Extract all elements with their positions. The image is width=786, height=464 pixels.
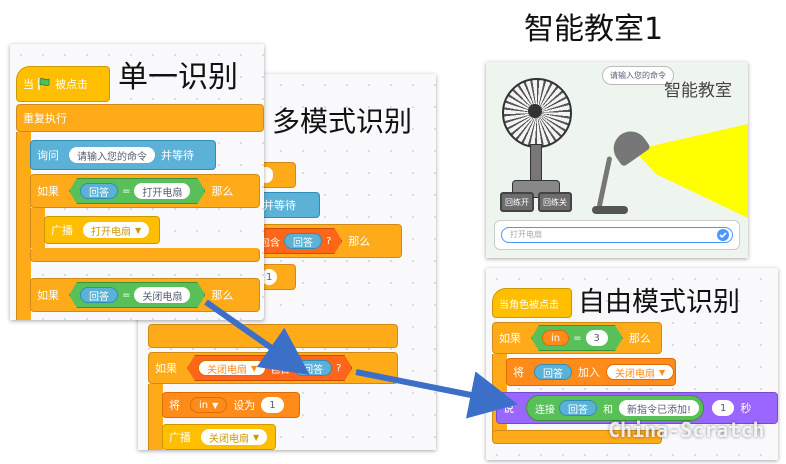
light-beam — [634, 124, 748, 218]
answer-input-box[interactable]: 打开电扇 — [494, 220, 740, 250]
multi-set-in-block[interactable]: 将 in▼ 设为 1 — [162, 392, 300, 418]
then-label-2: 那么 — [211, 289, 234, 302]
broadcast-close-dropdown[interactable]: 关闭电扇 — [209, 433, 249, 445]
single-recognition-panel: 当 被点击 重复执行 询问 请输入您的命令 并等待 如果 回答 = 打开电扇 那… — [10, 44, 264, 320]
var-in-reporter[interactable]: in — [542, 330, 569, 346]
forever-block[interactable]: 重复执行 — [16, 104, 264, 132]
single-recognition-title: 单一识别 — [118, 60, 238, 95]
free-mode-panel: 当角色被点击 如果 in = 3 那么 将 回答 加入 关闭电扇▼ 说 连接 回… — [486, 268, 778, 460]
green-flag-icon — [38, 78, 50, 90]
and-label: 和 — [603, 404, 613, 416]
free-if-bottom — [492, 430, 662, 444]
set-to-label: 设为 — [233, 399, 256, 412]
then-label: 那么 — [348, 235, 371, 248]
contains-label-2: 包含 — [270, 364, 291, 376]
watermark: China-Scratch — [608, 418, 765, 442]
answer-reporter[interactable]: 回答 — [80, 183, 118, 199]
speech-bubble: 请输入您的命令 — [602, 66, 674, 85]
classroom-title: 智能教室1 — [524, 12, 664, 47]
if-label-2: 如果 — [37, 289, 59, 302]
broadcast-label: 广播 — [51, 224, 73, 237]
ask-label: 询问 — [37, 149, 59, 162]
stage-title: 智能教室 — [664, 81, 732, 101]
answer-reporter[interactable]: 回答 — [534, 364, 572, 380]
when-sprite-label: 当角色被点击 — [499, 299, 559, 311]
free-mode-title: 自由模式识别 — [578, 287, 740, 318]
secs-input[interactable]: 1 — [712, 400, 735, 416]
answer-reporter[interactable]: 回答 — [284, 233, 322, 249]
question-mark-2: ? — [336, 362, 342, 374]
set-label: 将 — [169, 399, 180, 412]
equals-label: = — [122, 185, 131, 197]
then-label: 那么 — [628, 332, 651, 345]
classroom-stage[interactable]: 请输入您的命令 智能教室 回练开 回练关 打开电扇 — [486, 62, 748, 258]
if-open-fan-block[interactable]: 如果 回答 = 打开电扇 那么 — [30, 174, 260, 208]
forever-c-mouth — [16, 132, 31, 320]
answer-reporter-2[interactable]: 回答 — [80, 287, 118, 303]
multi-if-close-block[interactable]: 如果 关闭电扇▼ 包含 回答 ? — [148, 352, 398, 384]
if-label: 如果 — [155, 362, 177, 375]
add-prefix-label: 将 — [513, 366, 524, 379]
answer-reporter-2[interactable]: 回答 — [294, 360, 332, 376]
multi-upper-c-block — [148, 324, 398, 348]
free-if-block[interactable]: 如果 in = 3 那么 — [492, 322, 662, 354]
clicked-label: 被点击 — [55, 78, 88, 91]
multi-broadcast-close-block[interactable]: 广播 关闭电扇▼ — [162, 424, 276, 450]
multi-if-contains-block[interactable]: 包含 回答 ? 那么 — [256, 224, 402, 258]
and-wait-label: 并等待 — [161, 149, 194, 162]
open-fan-input[interactable]: 打开电扇 — [134, 183, 190, 199]
close-fan-value[interactable]: 关闭电扇 — [207, 364, 247, 376]
answer-input[interactable]: 打开电扇 — [510, 230, 542, 239]
broadcast-open-dropdown[interactable]: 打开电扇 — [91, 226, 131, 238]
if-label: 如果 — [37, 185, 59, 198]
say-join-block[interactable]: 说 连接 回答 和 新指令已添加! 1 秒 — [496, 392, 778, 424]
var-in-dropdown[interactable]: in — [199, 399, 209, 411]
ask-prompt-input[interactable]: 请输入您的命令 — [69, 147, 155, 163]
and-wait-label: 并等待 — [263, 199, 296, 212]
added-text-input[interactable]: 新指令已添加! — [619, 400, 700, 416]
when-flag-clicked-block[interactable]: 当 被点击 — [16, 66, 110, 102]
close-button[interactable]: 回练关 — [538, 192, 572, 212]
close-fan-input[interactable]: 关闭电扇 — [134, 287, 190, 303]
multi-c-mouth — [148, 384, 163, 450]
fan-icon — [500, 76, 580, 206]
contains-label: 包含 — [260, 237, 280, 249]
if-close-fan-block[interactable]: 如果 回答 = 关闭电扇 那么 — [30, 278, 260, 312]
open-button[interactable]: 回练开 — [500, 192, 534, 212]
question-mark: ? — [326, 235, 332, 247]
when-label: 当 — [23, 78, 34, 91]
num-input[interactable]: 3 — [586, 330, 608, 346]
if-label: 如果 — [499, 332, 521, 345]
multi-mode-title: 多模式识别 — [272, 105, 413, 138]
list-dropdown[interactable]: 关闭电扇 — [615, 368, 655, 380]
check-icon[interactable] — [716, 228, 730, 242]
then-label: 那么 — [211, 185, 234, 198]
if-c-mouth — [30, 208, 45, 248]
secs-unit-label: 秒 — [740, 402, 752, 415]
ask-and-wait-block[interactable]: 询问 请输入您的命令 并等待 — [30, 140, 216, 170]
equals-label: = — [573, 332, 582, 344]
say-label: 说 — [503, 402, 514, 415]
num-input[interactable]: 1 — [261, 269, 278, 285]
add-to-label: 加入 — [578, 366, 600, 379]
multi-and-wait-block[interactable]: 并等待 — [256, 192, 320, 218]
equals-label-2: = — [122, 289, 131, 301]
if-bottom-arm — [30, 248, 260, 262]
forever-label: 重复执行 — [23, 112, 67, 125]
broadcast-open-block[interactable]: 广播 打开电扇▼ — [44, 216, 160, 244]
broadcast-label: 广播 — [169, 431, 191, 444]
answer-reporter-2[interactable]: 回答 — [559, 400, 597, 416]
set-value-input[interactable]: 1 — [261, 397, 284, 413]
when-sprite-clicked-block[interactable]: 当角色被点击 — [492, 288, 572, 318]
lamp-icon — [588, 124, 658, 214]
join-label: 连接 — [535, 404, 555, 416]
add-to-list-block[interactable]: 将 回答 加入 关闭电扇▼ — [506, 358, 676, 386]
